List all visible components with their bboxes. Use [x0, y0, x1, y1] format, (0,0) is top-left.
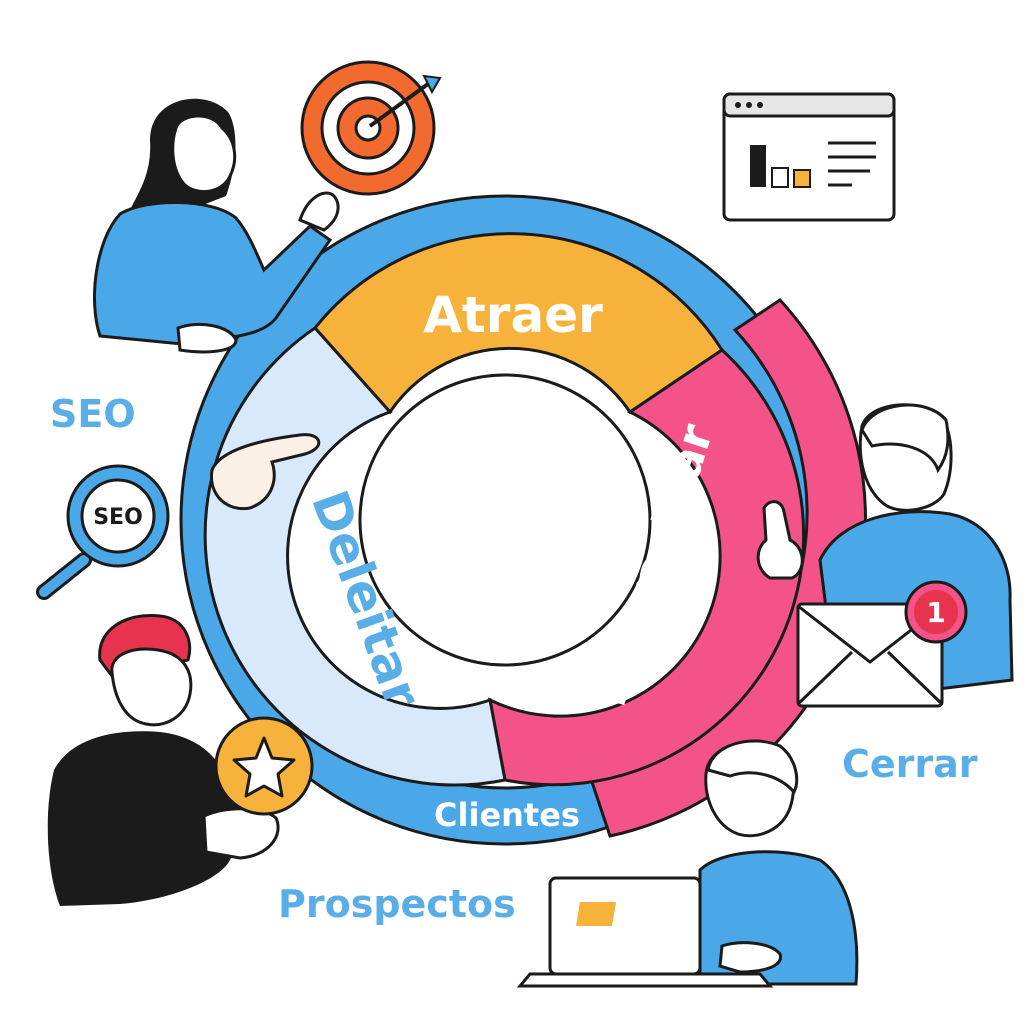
- ring-bottom-label: Clientes: [434, 796, 580, 834]
- target-icon: [300, 60, 442, 196]
- stage-attract-segment: [313, 232, 725, 415]
- label-close: Cerrar: [842, 742, 978, 786]
- center-hole: [358, 373, 652, 667]
- person-bottom-left: [47, 613, 280, 906]
- notification-count: 1: [926, 596, 945, 629]
- label-prospects: Prospectos: [278, 882, 516, 926]
- magnifier-icon: SEO: [36, 464, 170, 600]
- laptop-icon: [516, 876, 782, 988]
- star-coin-icon: [214, 716, 314, 816]
- person-top-left: [93, 98, 340, 354]
- label-seo: SEO: [50, 392, 136, 436]
- notification-badge: 1: [904, 580, 968, 644]
- seo-badge-text: SEO: [93, 505, 143, 530]
- stage-attract-label: Atraer: [423, 286, 603, 344]
- browser-chart-icon: [722, 92, 896, 222]
- pointing-hand-icon: [210, 433, 321, 511]
- envelope-icon: [796, 602, 944, 708]
